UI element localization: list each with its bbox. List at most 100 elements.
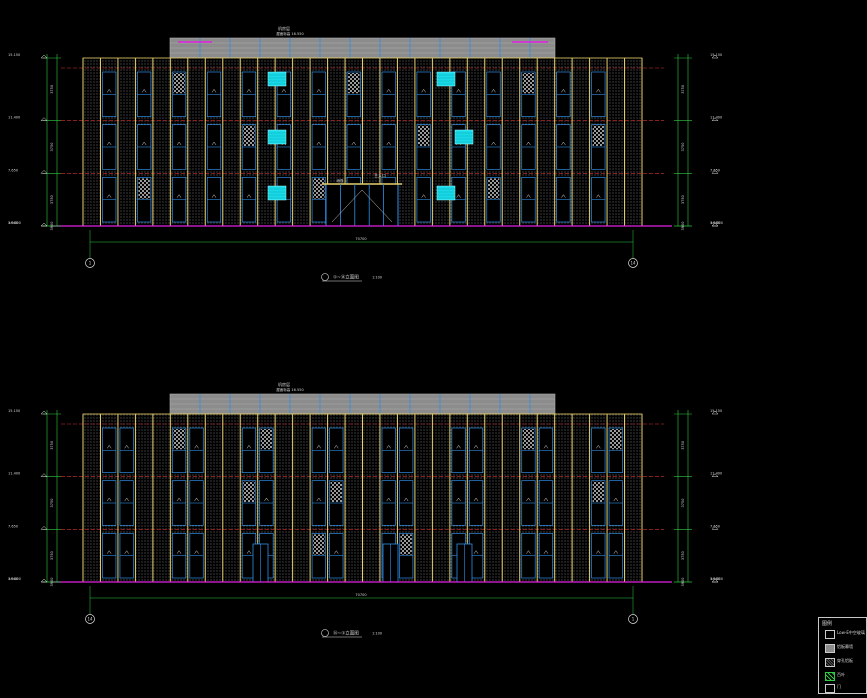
louver-panel [592,481,605,502]
window-opening-mark [106,550,112,554]
window-opening-mark [473,444,479,449]
dimension-value: 3750 [681,441,685,450]
louver-panel [138,178,150,199]
window-opening-mark [246,444,252,449]
dimension-value: 3750 [50,499,54,508]
legend-item: 百叶 [825,672,865,682]
level-label: 15.150 [710,409,722,413]
level-label: 11.400 [8,472,20,476]
dimension-value: 3750 [50,85,54,94]
dimension-value: 3750 [50,551,54,560]
level-label: ±0.000 [710,221,723,225]
window-opening-mark [211,194,217,198]
window-opening-mark [316,88,322,93]
legend-item: Low-E中空玻璃 [825,630,865,640]
window-opening-mark [561,88,566,93]
level-label: 11.400 [710,472,722,476]
dimension-value: 3750 [681,499,685,508]
dimension-value: 3750 [681,195,685,204]
legend-item: 穿孔铝板 [825,658,865,668]
louver-panel [592,125,605,146]
window-opening-mark [526,550,531,554]
level-marker-icon [40,169,48,174]
level-marker-icon [711,169,719,174]
window-opening-mark [106,194,112,198]
window-opening-mark [543,444,549,449]
window-opening-mark [543,497,549,502]
window-opening-mark [176,550,182,554]
window-opening-mark [526,194,531,198]
window-opening-mark [176,497,182,502]
glass-swatch-icon [825,630,835,639]
level-marker-icon [711,54,719,59]
legend-item-label: 百叶 [837,672,845,677]
cyan-glass-panel [267,185,287,201]
dimension-value: 3900 [681,578,685,587]
roof-elevation-label: 屋面标高 16.550 [276,387,303,392]
window-opening-mark [613,550,619,554]
window-opening-mark [473,550,479,554]
level-label: ±0.000 [8,221,21,225]
drawing-title: ①~⑭立面图 [333,274,359,281]
roof-label: 机房层 [278,25,290,31]
cyan-glass-panel [436,71,456,87]
entrance-label: 主入口 [374,172,386,178]
main-entrance [325,183,399,227]
window-opening-mark [316,141,322,146]
window-opening-mark [194,497,199,502]
louver-panel [487,178,500,199]
legend-item: 门 [825,684,865,694]
window-opening-mark [561,194,566,198]
level-marker-icon [40,117,48,121]
canopy-label: 雨篷 [337,178,345,183]
window-opening-mark [386,444,391,449]
level-marker-icon [40,410,48,415]
level-marker-icon [711,117,719,121]
louver-panel [243,125,255,146]
dimension-value: 3750 [50,195,54,204]
window-opening-mark [456,497,461,502]
louver-panel [417,125,430,146]
level-label: 15.150 [8,53,20,57]
window-opening-mark [596,194,601,198]
dimension-value: 3900 [681,222,685,231]
legend-item-label: Low-E中空玻璃 [837,630,865,635]
window-opening-mark [141,141,147,146]
louver-panel [610,429,622,450]
louver-panel [313,534,325,555]
level-label: ±0.000 [8,577,21,581]
drawing-title: ⑭~①立面图 [333,630,359,637]
level-marker-icon [711,473,719,477]
cyan-glass-panel [267,129,287,145]
louver-panel [348,73,360,94]
window-opening-mark [421,88,426,93]
cross-swatch-icon [825,672,835,681]
overall-dimension-value: 70700 [355,237,366,241]
window-opening-mark [246,88,252,93]
cyan-glass-panel [454,129,474,145]
window-opening-mark [124,497,129,502]
cyan-glass-panel [267,71,287,87]
window-opening-mark [403,444,409,449]
window-opening-mark [106,141,112,146]
level-label: 15.150 [8,409,20,413]
dimension-value: 3750 [681,85,685,94]
window-opening-mark [596,444,601,449]
window-opening-mark [106,497,112,502]
louver-panel [313,178,325,199]
window-opening-mark [473,497,479,502]
window-opening-mark [264,497,269,502]
window-opening-mark [526,497,531,502]
level-marker-icon [40,578,48,583]
level-marker-icon [711,410,719,415]
window-opening-mark [526,141,531,146]
axis-bubble-left [85,258,95,268]
legend-item-label: 铝板幕墙 [837,644,853,649]
louver-panel [173,73,185,94]
level-marker-icon [40,222,48,227]
window-opening-mark [456,88,461,93]
level-marker-icon [711,222,719,227]
window-opening-mark [176,194,182,198]
